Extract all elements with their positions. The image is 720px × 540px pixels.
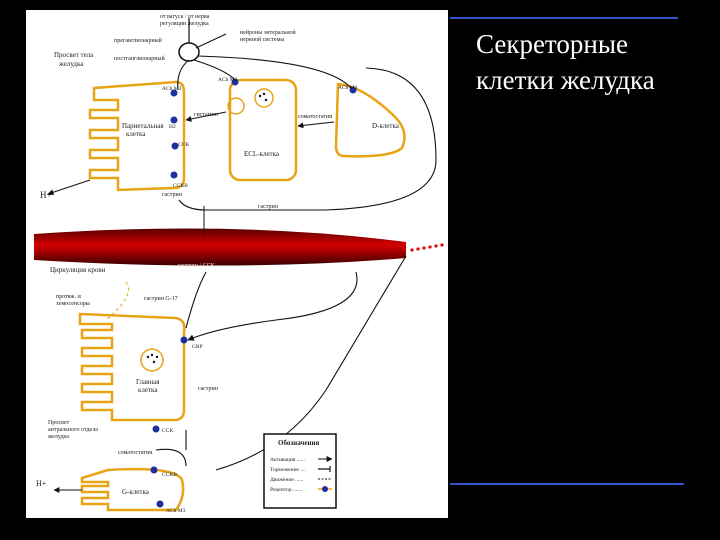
g-receptor-top [150, 466, 158, 474]
label-ach-m3: ACh M3 [162, 86, 182, 92]
legend-title: Обозначения [278, 439, 320, 447]
label-parietal: Париетальная [122, 122, 164, 130]
physiology-diagram: от вагуса / от нерва регуляции желудка н… [26, 10, 448, 518]
bottom-rule [450, 483, 684, 485]
label-gastrin-low: гастрин [198, 386, 219, 392]
label-gastrin-parietal: гастрин [162, 192, 183, 198]
label-antrum-2: антрального отдела [48, 427, 98, 433]
label-vagus: от вагуса / от нерва [160, 14, 210, 20]
label-h-plus-low: H+ [36, 479, 47, 488]
label-body-lumen-2: желудка [58, 60, 84, 68]
label-somatostatin: соматостатин [298, 114, 333, 120]
label-histamine: гистамин [194, 112, 219, 118]
label-ach-low: ACh M3 [166, 508, 186, 514]
parietal-receptors [170, 89, 179, 179]
label-parietal-2: клетка [126, 130, 146, 138]
blood-vessel [34, 228, 406, 266]
label-antrum: Просвет [48, 420, 70, 426]
label-cckb: CCK [178, 142, 189, 148]
legend: Обозначения Активация ...... Торможение … [263, 433, 337, 509]
label-ach-d: ACh M3 [338, 85, 358, 91]
label-ccks-low: CCKB [162, 472, 177, 478]
antrum-receptor [152, 425, 160, 433]
legend-item-activate: Активация ...... [270, 457, 306, 463]
label-postganglionic: постганглионарный [114, 55, 165, 62]
label-d-cell: D-клетка [372, 122, 400, 130]
legend-item-receptor: Рецептор ....... [270, 487, 303, 493]
label-sst-low: соматостатин [118, 450, 153, 456]
chief-cell [78, 312, 186, 422]
label-ach-m1: ACh M1 [218, 77, 238, 83]
label-cckb-2: CCKB [173, 183, 188, 189]
label-gastrin-mid: гастрин [258, 204, 279, 210]
label-body-lumen: Просвет тела [54, 51, 94, 59]
label-enteric-2: нервной системы [240, 36, 284, 43]
label-gastrin-17: гастрин G-17 [144, 296, 178, 302]
ecl-receptor [231, 78, 239, 86]
label-chief-2: клетка [138, 386, 158, 394]
label-preganglionic: преганглионарный [114, 37, 163, 44]
label-g-cell: G-клетка [122, 488, 150, 496]
legend-item-inhibit: Торможение .... [270, 467, 306, 473]
ecl-cell [228, 78, 298, 182]
label-ecl: ECL-клетка [244, 150, 280, 158]
diagram-svg: от вагуса / от нерва регуляции желудка н… [34, 14, 444, 514]
label-gastrin-blood: гастрин / CCK [178, 263, 216, 269]
parietal-cell [88, 80, 186, 192]
chief-receptor [180, 336, 188, 344]
d-cell-receptor [349, 86, 357, 94]
label-h-plus-top: H+ [40, 190, 52, 200]
label-chief: Главная [136, 378, 160, 386]
vagus-ganglion [178, 18, 227, 62]
d-cell [334, 82, 406, 158]
neural-pathways [177, 55, 437, 211]
label-vagus-2: регуляции желудка [160, 21, 209, 27]
label-h2: H2 [169, 124, 176, 130]
lower-pathways [155, 255, 407, 471]
label-enteric: нейроны энтеральной [240, 29, 297, 36]
g-receptor-bottom [156, 500, 164, 508]
legend-item-move: Движение ...... [270, 477, 304, 483]
vessel-dots [410, 243, 444, 252]
label-grp: GRP [192, 344, 203, 350]
label-stretch: протяж. и [56, 294, 82, 300]
top-rule [450, 17, 678, 19]
label-stretch-2: хемосенсоры [56, 301, 90, 307]
label-circulation: Циркуляция крови [50, 266, 106, 274]
label-antrum-3: желудка [47, 434, 69, 440]
slide-title: Секреторные клетки желудка [476, 29, 655, 95]
label-ccka: CCK [162, 428, 173, 434]
